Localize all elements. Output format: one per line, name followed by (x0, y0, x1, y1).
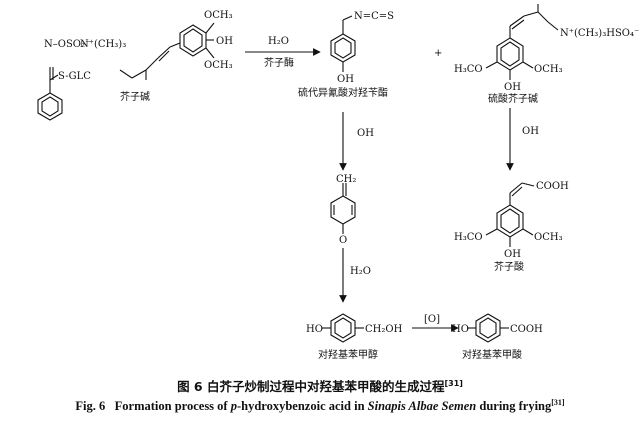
caption-chinese-text: 图 6 白芥子炒制过程中对羟基苯甲酸的生成过程 (177, 379, 445, 394)
acid-cooh-label: COOH (510, 324, 543, 335)
oxidation-reagent-label: [O] (424, 314, 440, 325)
plus-sign: + (434, 48, 442, 59)
sinapic-acid-och3-left-label: H₃CO (454, 232, 483, 243)
sinapine-och3-right-label: OCH₃ (534, 64, 563, 75)
sinigrin-choline-label: N⁺(CH₃)₃ (80, 39, 126, 50)
caption-en-species: Sinapis Albae Semen (367, 399, 477, 414)
isothiocyanate-ncs-label: N=C=S (354, 11, 394, 22)
hydroxybenzoic-acid-name: 对羟基苯甲酸 (462, 348, 522, 361)
alcohol-ho-label: HO (306, 324, 323, 335)
sinapic-acid-och3-right-label: OCH₃ (534, 232, 563, 243)
reaction-scheme: N–OSO₂⁻ N⁺(CH₃)₃ S-GLC OCH₃ OH OCH₃ 芥子碱 … (37, 4, 639, 361)
sinapine-structure (485, 4, 559, 80)
hydroxybenzyl-alcohol-name: 对羟基苯甲醇 (318, 348, 378, 361)
caption-english: Fig. 6 Formation process of p-hydroxyben… (0, 398, 640, 414)
sinigrin-name: 芥子碱 (120, 91, 150, 103)
caption-chinese-ref: [31] (444, 378, 463, 388)
hydroxybenzyl-alcohol-structure (322, 313, 364, 343)
caption-fig-label: Fig. 6 (75, 399, 106, 414)
caption-en-ref: [31] (551, 398, 565, 407)
alcohol-ch2oh-label: CH₂OH (365, 324, 403, 335)
sinigrin-och3-top-label: OCH₃ (204, 10, 233, 21)
acid-ho-label: HO (452, 324, 469, 335)
caption-en-p: p (230, 399, 237, 414)
hydrolysis-water-label: H₂O (268, 36, 289, 47)
sinapine-oh-reagent-label: OH (522, 126, 539, 137)
sinigrin-oh-label: OH (216, 36, 233, 47)
isothiocyanate-oh-reagent-label: OH (357, 128, 374, 139)
water-reagent-label: H₂O (350, 266, 371, 277)
hydrolysis-enzyme-label: 芥子酶 (264, 56, 294, 69)
caption-en-mid: -hydroxybenzoic acid in (236, 399, 368, 414)
isothiocyanate-name: 硫代异氰酸对羟苄酯 (298, 86, 388, 99)
sinigrin-glc-label: S-GLC (58, 71, 91, 82)
sinapic-acid-cooh-label: COOH (536, 181, 569, 192)
sinapic-acid-name: 芥子酸 (494, 260, 524, 273)
quinone-methide-structure (330, 183, 356, 234)
sinapine-name: 硫酸芥子碱 (488, 92, 538, 105)
quinone-o-label: O (339, 235, 347, 246)
quinone-ch2-label: CH₂ (336, 174, 356, 185)
isothiocyanate-structure (330, 15, 356, 72)
sinapic-acid-oh-label: OH (504, 249, 521, 260)
hydroxybenzoic-acid-structure (467, 313, 509, 343)
sinapine-choline-label: N⁺(CH₃)₃HSO₄⁻ (560, 28, 639, 39)
sinigrin-sulfonate-label: N–OSO₂⁻ (44, 39, 90, 50)
sinapine-och3-left-label: H₃CO (454, 64, 483, 75)
sinigrin-structure (37, 22, 215, 121)
sinigrin-och3-bottom-label: OCH₃ (204, 60, 233, 71)
sinapic-acid-structure (485, 182, 535, 247)
caption-en-pre: Formation process of (114, 399, 231, 414)
caption-chinese: 图 6 白芥子炒制过程中对羟基苯甲酸的生成过程[31] (0, 376, 640, 395)
sinapine-oh-label: OH (504, 82, 521, 93)
isothiocyanate-oh-label: OH (337, 74, 354, 85)
caption-en-post: during frying (476, 399, 552, 414)
